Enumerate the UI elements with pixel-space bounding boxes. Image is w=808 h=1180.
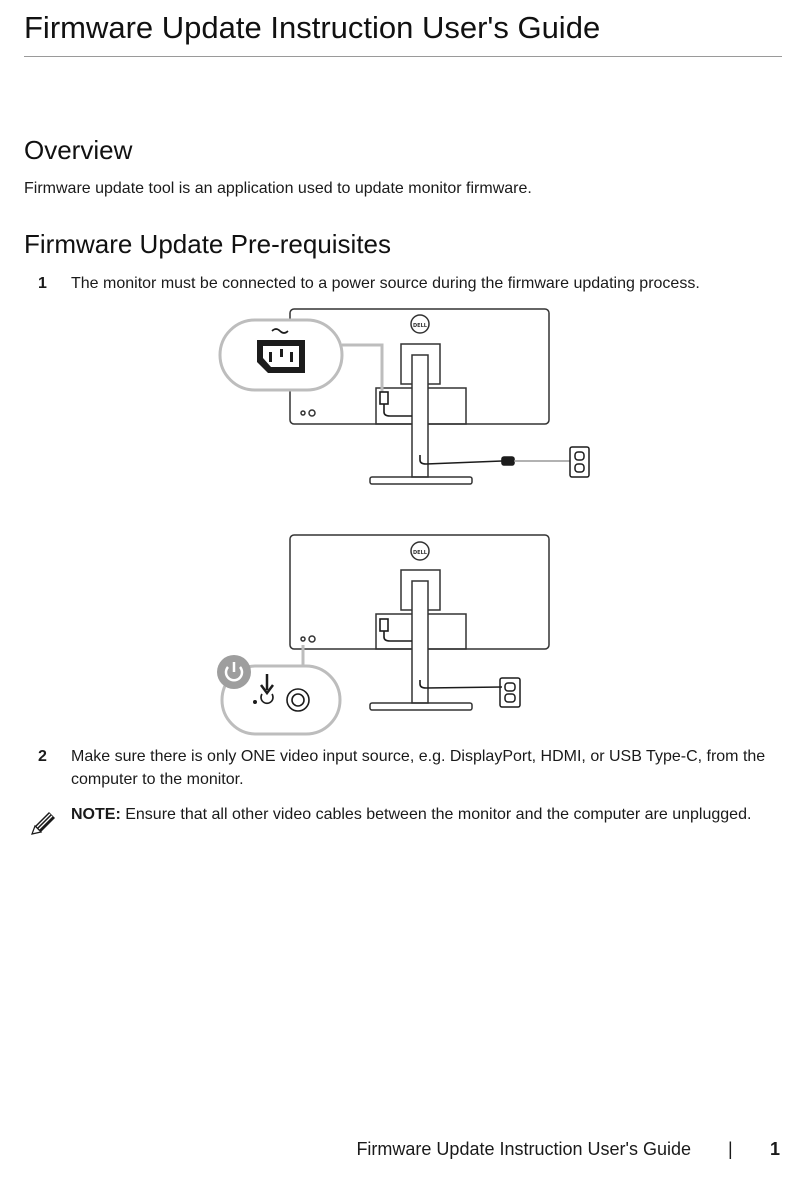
dell-logo xyxy=(410,541,430,561)
wall-outlet-icon xyxy=(499,677,521,708)
step-2-number: 2 xyxy=(38,748,47,765)
port-cover xyxy=(375,387,467,425)
note-pencil-icon xyxy=(28,808,58,838)
figure-power-button: DELL xyxy=(217,534,550,736)
dell-logo xyxy=(410,314,430,334)
power-button-icon xyxy=(217,655,251,689)
power-cable-icon xyxy=(379,618,503,689)
arrow-down-icon xyxy=(260,674,274,696)
figure-power-connection: DELL xyxy=(218,308,590,485)
power-cable-icon xyxy=(379,391,570,466)
step-2-text: Make sure there is only ONE video input … xyxy=(71,748,766,788)
power-connector-callout xyxy=(218,318,384,392)
footer-title: Firmware Update Instruction User's Guide xyxy=(356,1139,691,1159)
power-symbol-icon xyxy=(253,688,310,712)
page-number: 1 xyxy=(770,1139,781,1159)
note-label: NOTE: xyxy=(71,806,121,823)
power-connector-icon xyxy=(257,340,305,373)
port-cover xyxy=(375,613,467,650)
document-title: Firmware Update Instruction User's Guide xyxy=(24,10,601,45)
step-1-text: The monitor must be connected to a power… xyxy=(71,275,700,292)
overview-text: Firmware update tool is an application u… xyxy=(24,180,532,197)
note-block: NOTE: Ensure that all other video cables… xyxy=(71,803,771,826)
wall-outlet-icon xyxy=(569,446,590,478)
note-text: Ensure that all other video cables betwe… xyxy=(120,806,752,823)
ac-tilde-icon xyxy=(271,328,289,334)
step-1-number: 1 xyxy=(38,275,47,292)
stand-base xyxy=(369,702,473,711)
title-divider xyxy=(24,56,782,57)
dell-logo-text: DELL xyxy=(413,323,428,329)
footer-separator: | xyxy=(728,1139,733,1159)
stand-base xyxy=(369,476,473,485)
dell-logo-text: DELL xyxy=(413,550,428,556)
prerequisites-heading: Firmware Update Pre-requisites xyxy=(24,229,392,259)
overview-heading: Overview xyxy=(24,135,133,165)
page-footer: Firmware Update Instruction User's Guide… xyxy=(0,1139,808,1163)
power-button-callout xyxy=(217,645,342,736)
